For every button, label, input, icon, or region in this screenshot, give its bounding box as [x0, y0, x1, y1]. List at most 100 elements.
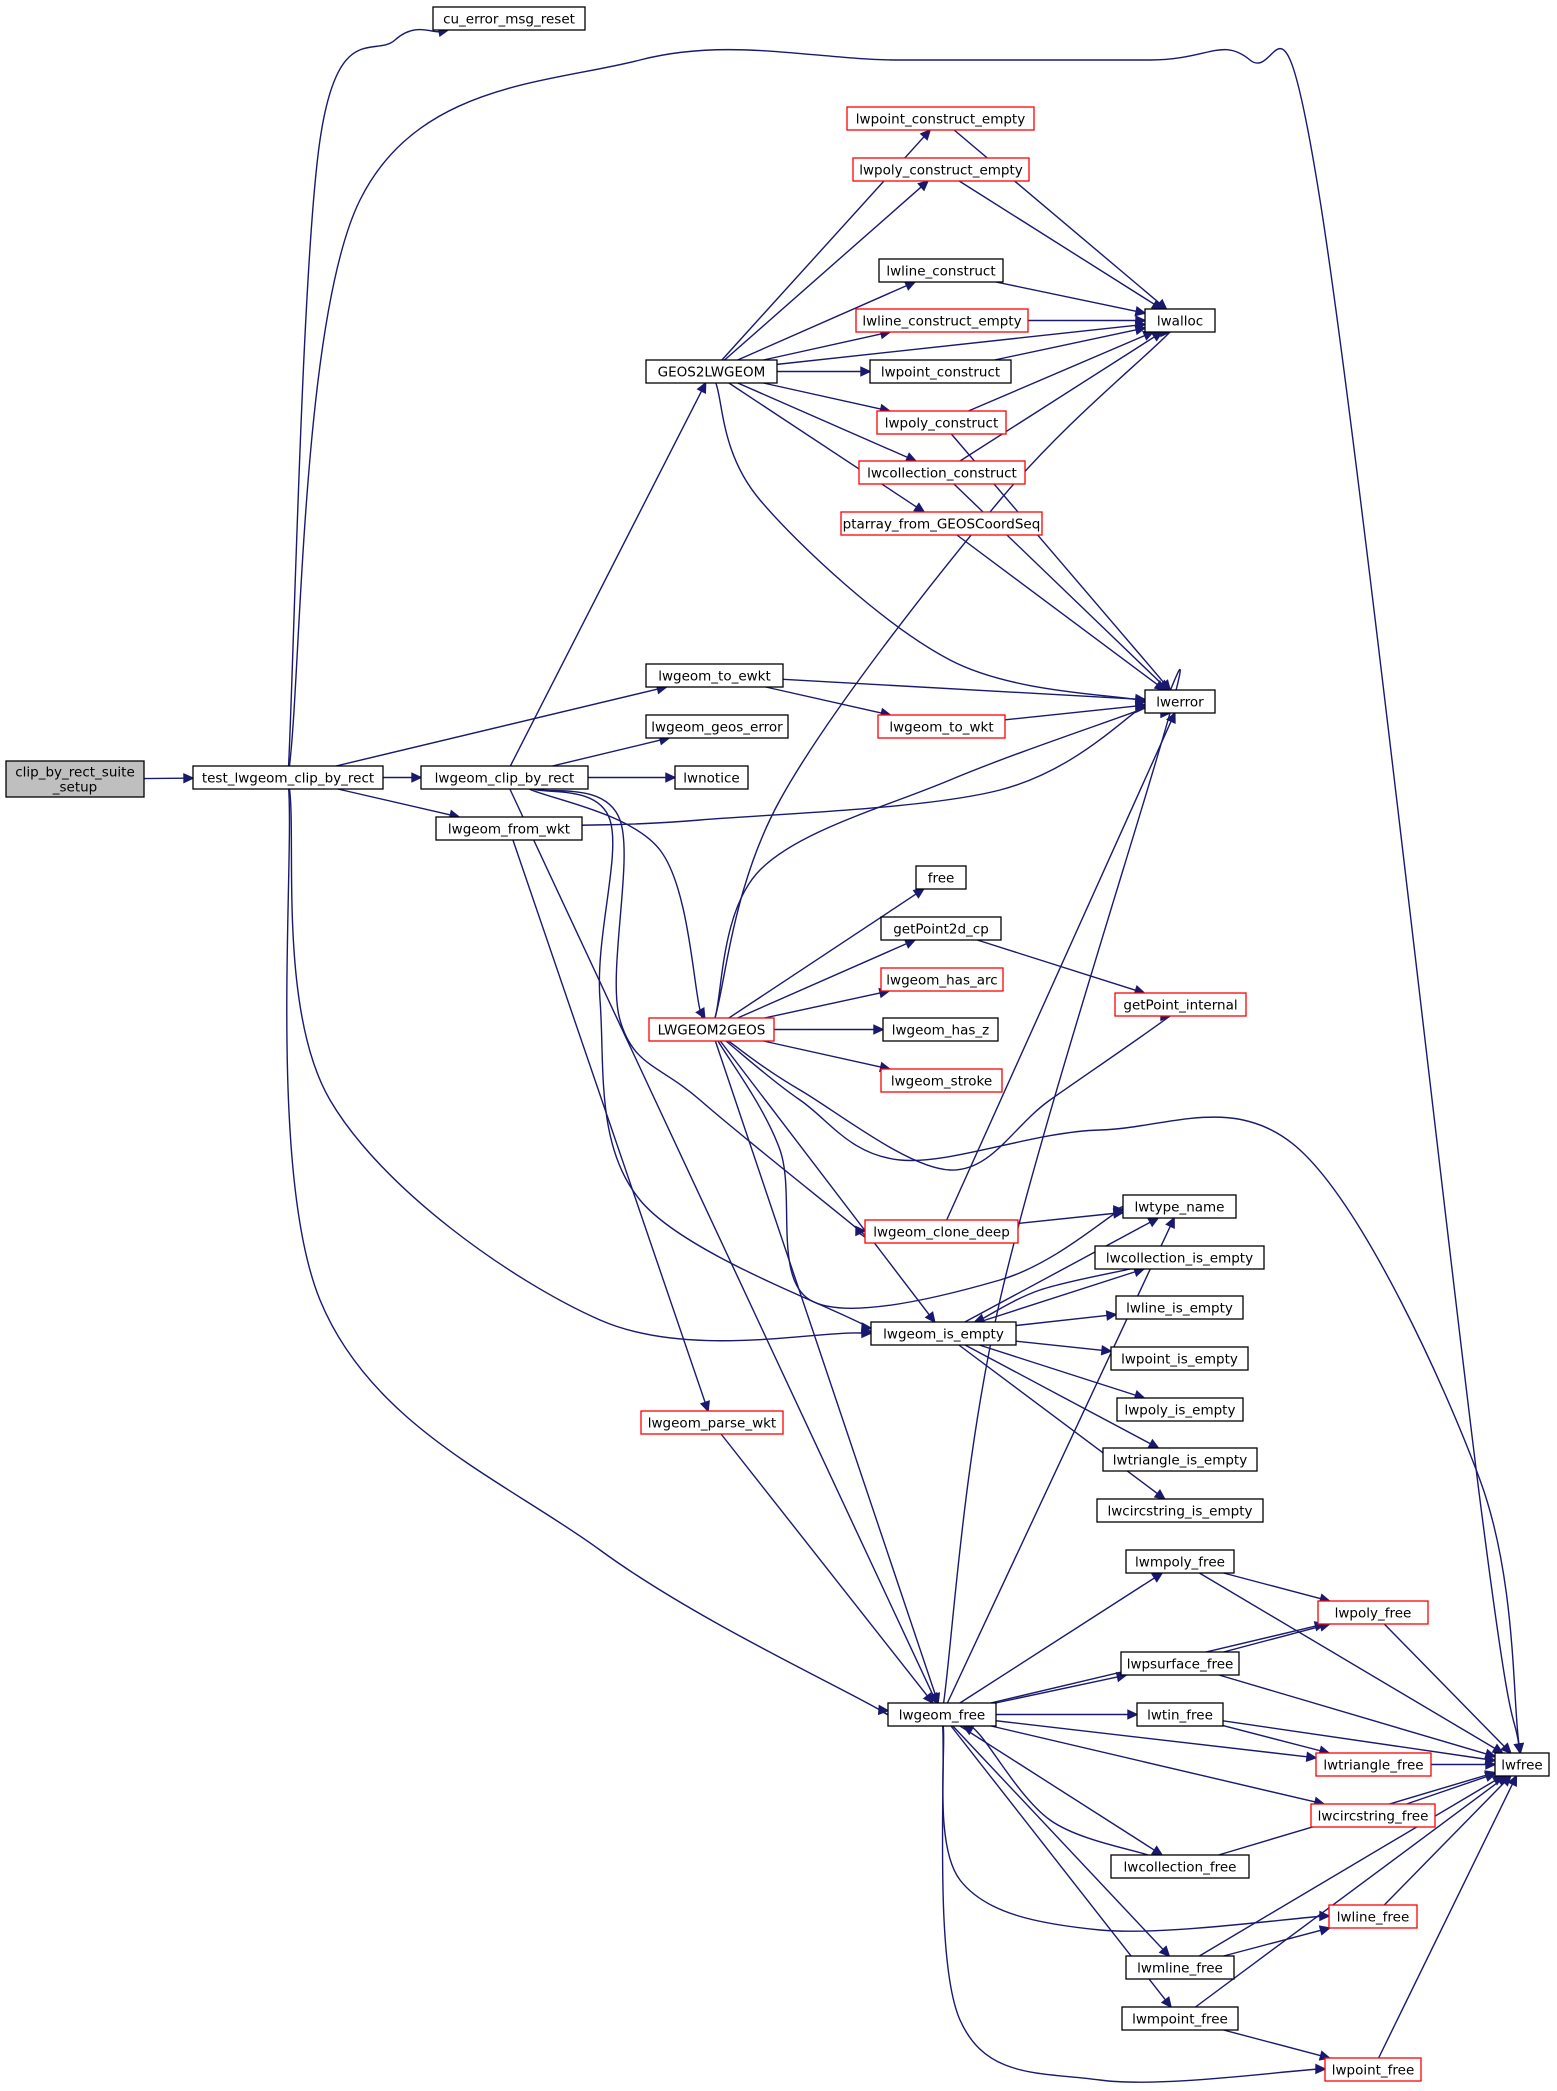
node-typename[interactable]: lwtype_name: [1122, 1194, 1237, 1219]
call-edge-test-to-fromwkt: [337, 788, 461, 820]
edge-line: [995, 1676, 1118, 1704]
node-ptce[interactable]: lwpoint_construct_empty: [846, 106, 1035, 131]
node-towkt[interactable]: lwgeom_to_wkt: [877, 714, 1006, 739]
node-box: [915, 865, 967, 890]
node-hasarc[interactable]: lwgeom_has_arc: [880, 967, 1004, 992]
node-colf[interactable]: lwcollection_free: [1110, 1854, 1250, 1879]
node-lwalloc[interactable]: lwalloc: [1144, 308, 1216, 333]
node-clip[interactable]: lwgeom_clip_by_rect: [420, 765, 589, 790]
node-mpyf[interactable]: lwmpoly_free: [1125, 1549, 1235, 1574]
edge-line: [509, 788, 934, 1696]
node-box: [1102, 1447, 1258, 1472]
node-csie[interactable]: lwcircstring_is_empty: [1096, 1498, 1264, 1523]
edge-arrowhead: [1160, 1996, 1173, 2009]
node-lnie[interactable]: lwline_is_empty: [1115, 1295, 1244, 1320]
edge-line: [978, 1271, 1136, 1323]
call-edge-clip-to-isempty: [532, 788, 886, 1338]
edge-line: [782, 678, 1137, 700]
node-box: [5, 760, 145, 798]
edge-arrowhead: [695, 1006, 706, 1020]
node-box: [840, 511, 1043, 536]
edge-arrowhead: [1147, 1438, 1160, 1449]
call-edge-test-to-isempty: [288, 788, 881, 1342]
edge-arrowhead: [1315, 2063, 1327, 2075]
node-label: lwgeom_to_wkt: [889, 720, 993, 736]
edge-arrowhead: [860, 1322, 873, 1333]
node-fromwkt[interactable]: lwgeom_from_wkt: [435, 816, 583, 841]
node-g2l[interactable]: GEOS2LWGEOM: [645, 359, 778, 384]
call-edge-clip-to-notice: [588, 772, 677, 783]
node-hasz[interactable]: lwgeom_has_z: [882, 1017, 999, 1042]
node-pyf[interactable]: lwpoly_free: [1317, 1600, 1429, 1625]
node-tinf[interactable]: lwtin_free: [1136, 1702, 1224, 1727]
node-gp2d[interactable]: getPoint2d_cp: [880, 916, 1002, 941]
edge-arrowhead: [1150, 1845, 1164, 1856]
node-box: [1317, 1600, 1429, 1625]
call-edge-colc-to-lwalloc: [959, 331, 1164, 462]
node-ptc[interactable]: lwpoint_construct: [869, 359, 1012, 384]
edge-arrowhead: [1134, 306, 1147, 317]
node-stroke[interactable]: lwgeom_stroke: [880, 1068, 1003, 1093]
node-gpint[interactable]: getPoint_internal: [1114, 992, 1247, 1017]
node-pyc[interactable]: lwpoly_construct: [876, 410, 1007, 435]
edge-arrowhead: [1135, 702, 1147, 714]
node-psf[interactable]: lwpsurface_free: [1120, 1651, 1240, 1676]
edge-line: [1406, 1775, 1487, 1805]
call-edge-lnc-to-lwalloc: [995, 281, 1147, 317]
node-isempty[interactable]: lwgeom_is_empty: [870, 1321, 1017, 1346]
node-l2g[interactable]: LWGEOM2GEOS: [648, 1017, 775, 1042]
node-ptie[interactable]: lwpoint_is_empty: [1110, 1346, 1249, 1371]
edge-line: [335, 688, 658, 767]
node-geoserr[interactable]: lwgeom_geos_error: [645, 714, 789, 739]
edge-arrowhead: [1495, 1775, 1508, 1787]
call-edge-geomfree-to-psf: [995, 1671, 1128, 1704]
node-toewkt[interactable]: lwgeom_to_ewkt: [645, 663, 784, 688]
node-parsewkt[interactable]: lwgeom_parse_wkt: [640, 1410, 784, 1435]
node-geomfree[interactable]: lwgeom_free: [887, 1702, 997, 1727]
node-box: [192, 765, 384, 790]
edge-line: [1015, 1340, 1103, 1351]
edge-line: [990, 1725, 1316, 1803]
edge-line: [719, 1040, 930, 1316]
node-trie[interactable]: lwtriangle_is_empty: [1102, 1447, 1258, 1472]
node-test[interactable]: test_lwgeom_clip_by_rect: [192, 765, 384, 790]
edge-line: [1222, 1724, 1321, 1752]
node-label: lwpoint_is_empty: [1121, 1352, 1238, 1368]
node-notice[interactable]: lwnotice: [674, 765, 749, 790]
node-box: [1120, 1651, 1240, 1676]
node-mlnf[interactable]: lwmline_free: [1125, 1955, 1235, 1980]
node-mptf[interactable]: lwmpoint_free: [1121, 2006, 1239, 2031]
node-box: [1094, 1245, 1265, 1270]
edge-line: [1004, 705, 1137, 721]
node-colc[interactable]: lwcollection_construct: [858, 460, 1026, 485]
node-trif[interactable]: lwtriangle_free: [1315, 1752, 1432, 1777]
node-free[interactable]: free: [915, 865, 967, 890]
node-root[interactable]: clip_by_rect_suite_setup: [5, 760, 145, 798]
node-label: lwalloc: [1157, 314, 1203, 330]
node-lwerror[interactable]: lwerror: [1144, 689, 1216, 714]
node-lnf[interactable]: lwline_free: [1328, 1904, 1418, 1929]
node-box: [869, 359, 1012, 384]
node-lnc[interactable]: lwline_construct: [878, 258, 1004, 283]
node-pyie[interactable]: lwpoly_is_empty: [1116, 1397, 1244, 1422]
node-box: [645, 714, 789, 739]
node-label: lwcollection_construct: [867, 466, 1017, 482]
node-lwfree[interactable]: lwfree: [1494, 1752, 1550, 1777]
node-box: [877, 714, 1006, 739]
call-edge-ptf-to-lwfree: [1377, 1774, 1518, 2059]
node-csf[interactable]: lwcircstring_free: [1310, 1803, 1436, 1828]
edge-line: [714, 1040, 936, 1695]
node-ptarr[interactable]: ptarray_from_GEOSCoordSeq: [840, 511, 1043, 536]
node-box: [1125, 1549, 1235, 1574]
node-pyce[interactable]: lwpoly_construct_empty: [852, 157, 1030, 182]
node-lnce[interactable]: lwline_construct_empty: [855, 308, 1029, 333]
node-ptf[interactable]: lwpoint_free: [1324, 2057, 1422, 2082]
node-colie[interactable]: lwcollection_is_empty: [1094, 1245, 1265, 1270]
call-edge-mptf-to-lwfree: [1195, 1775, 1508, 2008]
call-edge-l2g-to-lwfree: [725, 1040, 1525, 1755]
node-label: lwgeom_parse_wkt: [648, 1416, 776, 1432]
node-cuerr[interactable]: cu_error_msg_reset: [432, 6, 586, 31]
node-label: lwpoly_free: [1335, 1606, 1412, 1622]
node-clone[interactable]: lwgeom_clone_deep: [864, 1219, 1019, 1244]
edge-arrowhead: [1134, 324, 1147, 336]
